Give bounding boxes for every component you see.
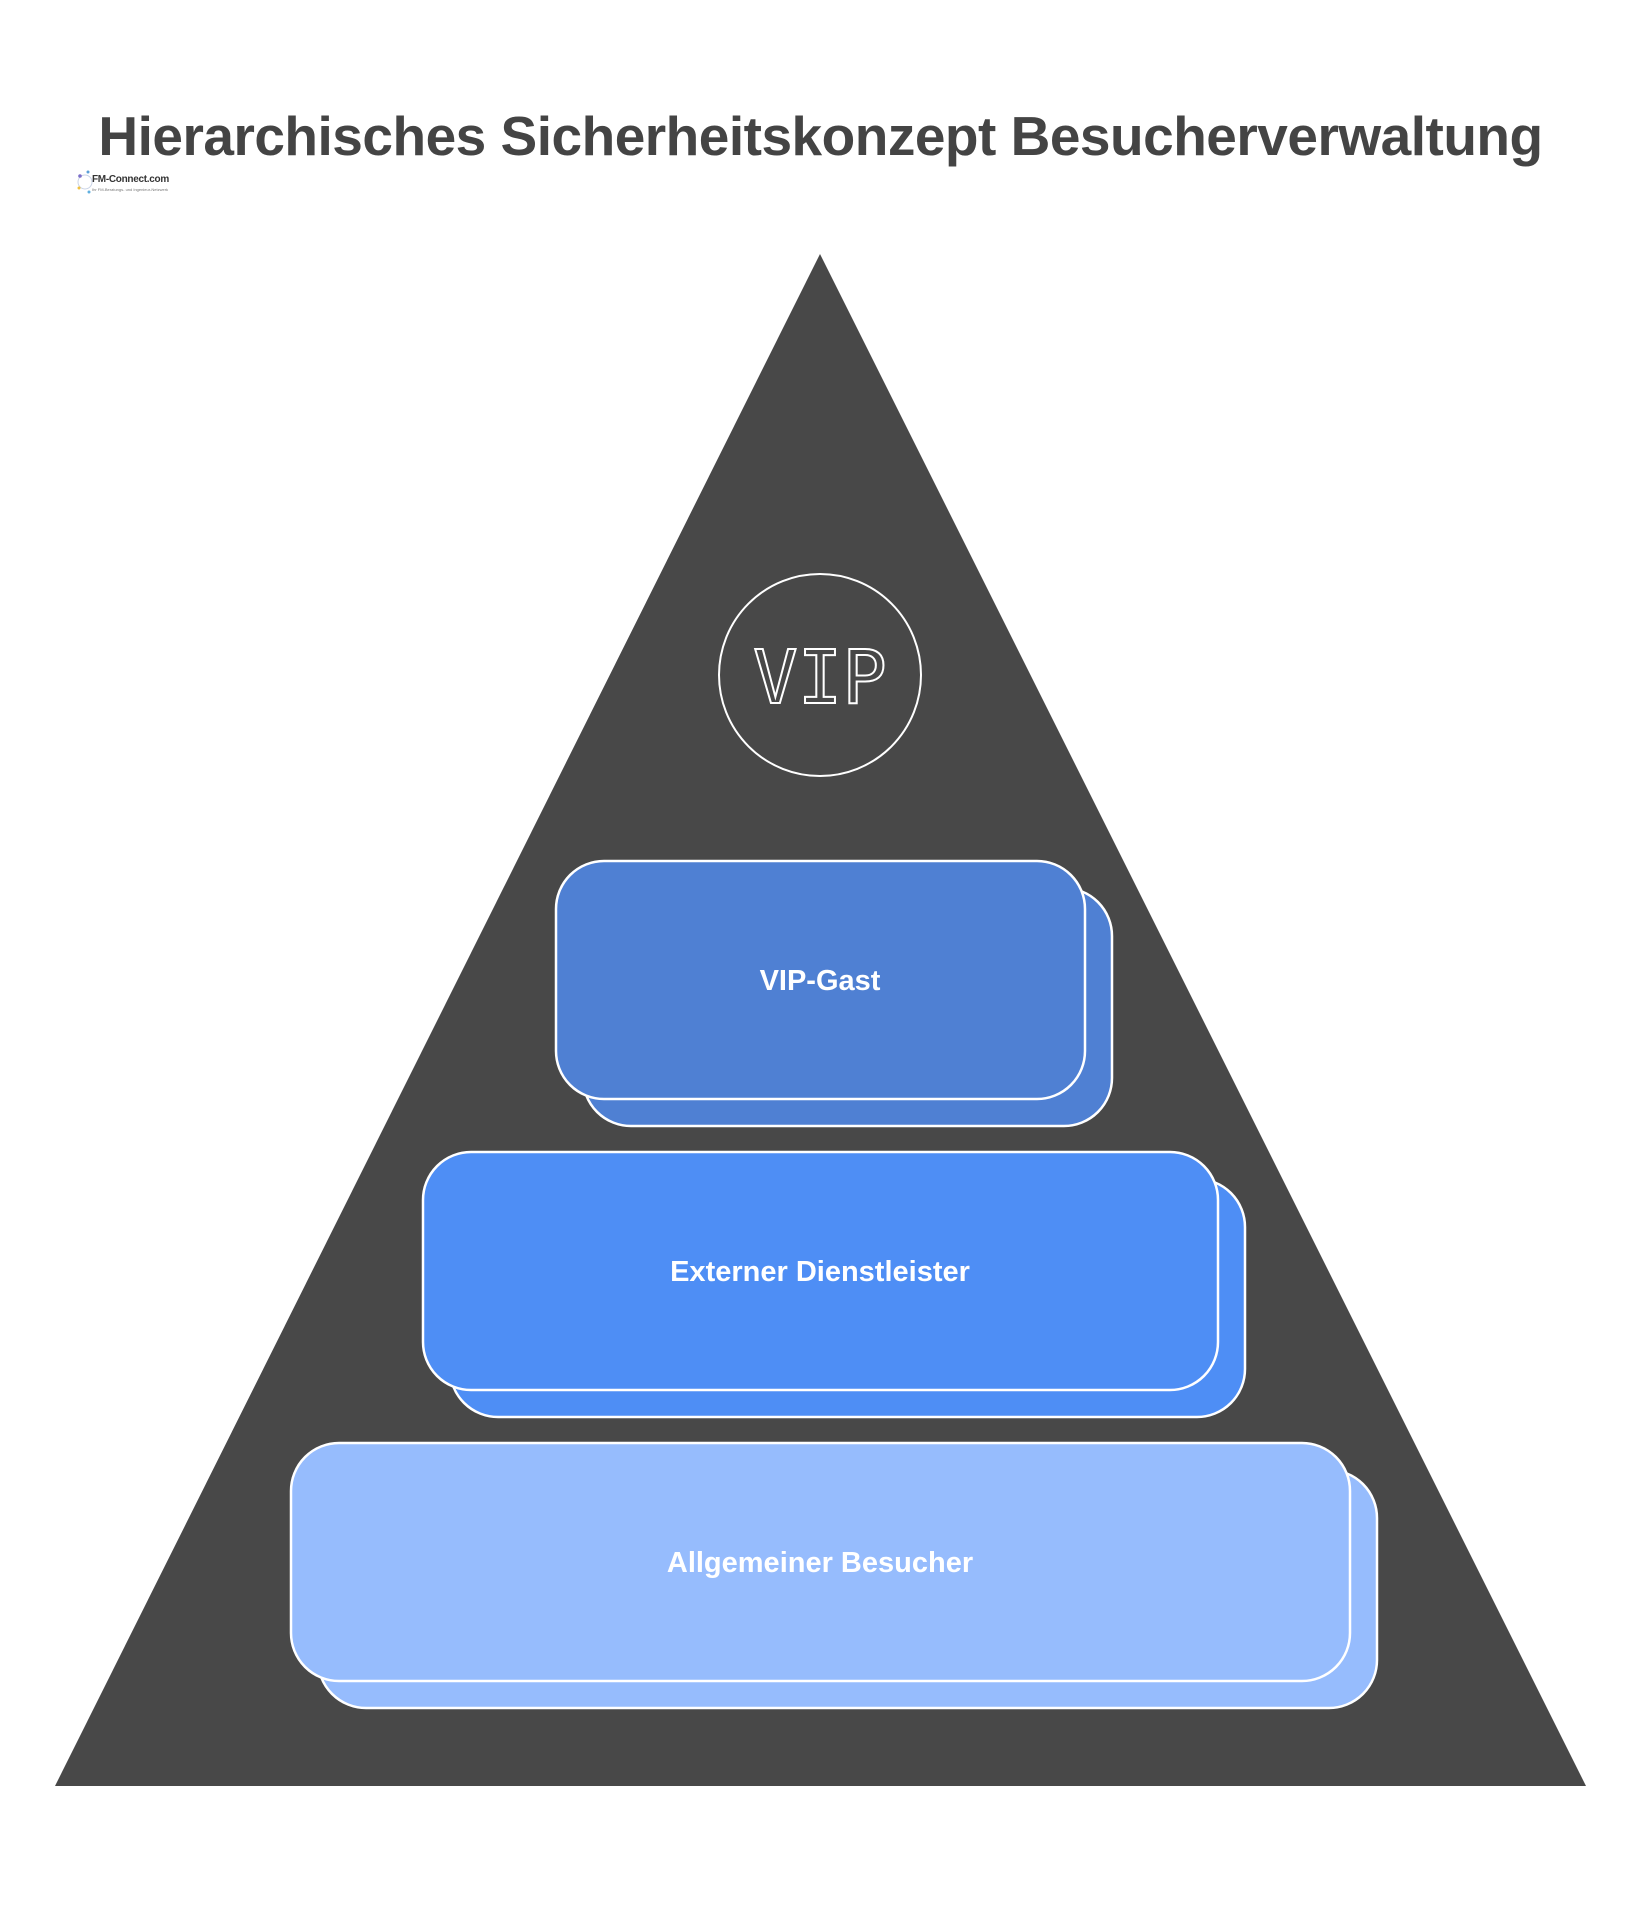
level-vip-gast: VIP-Gast bbox=[554, 859, 1114, 1128]
level-vip-gast-card bbox=[554, 859, 1087, 1101]
level-allgemeiner-besucher-card bbox=[289, 1441, 1352, 1683]
level-allgemeiner-besucher: Allgemeiner Besucher bbox=[289, 1441, 1379, 1710]
diagram-title: Hierarchisches Sicherheitskonzept Besuch… bbox=[98, 105, 1543, 167]
vip-badge: VIP bbox=[718, 573, 922, 777]
level-externer-dienstleister-label: Externer Dienstleister bbox=[670, 1256, 970, 1288]
logo-text: FM-Connect.com bbox=[92, 174, 169, 185]
level-allgemeiner-besucher-label: Allgemeiner Besucher bbox=[667, 1547, 973, 1579]
level-vip-gast-label: VIP-Gast bbox=[760, 965, 881, 997]
fm-connect-logo: FM-Connect.com Ihr FM-Beratungs- und Ing… bbox=[76, 164, 169, 200]
vip-badge-icon: VIP bbox=[753, 635, 887, 721]
logo-tagline: Ihr FM-Beratungs- und Ingenieur-Netzwerk bbox=[92, 187, 169, 192]
level-externer-dienstleister: Externer Dienstleister bbox=[421, 1150, 1247, 1419]
vip-badge-circle bbox=[718, 573, 922, 777]
level-externer-dienstleister-card bbox=[421, 1150, 1220, 1392]
network-logo-icon bbox=[77, 170, 93, 194]
